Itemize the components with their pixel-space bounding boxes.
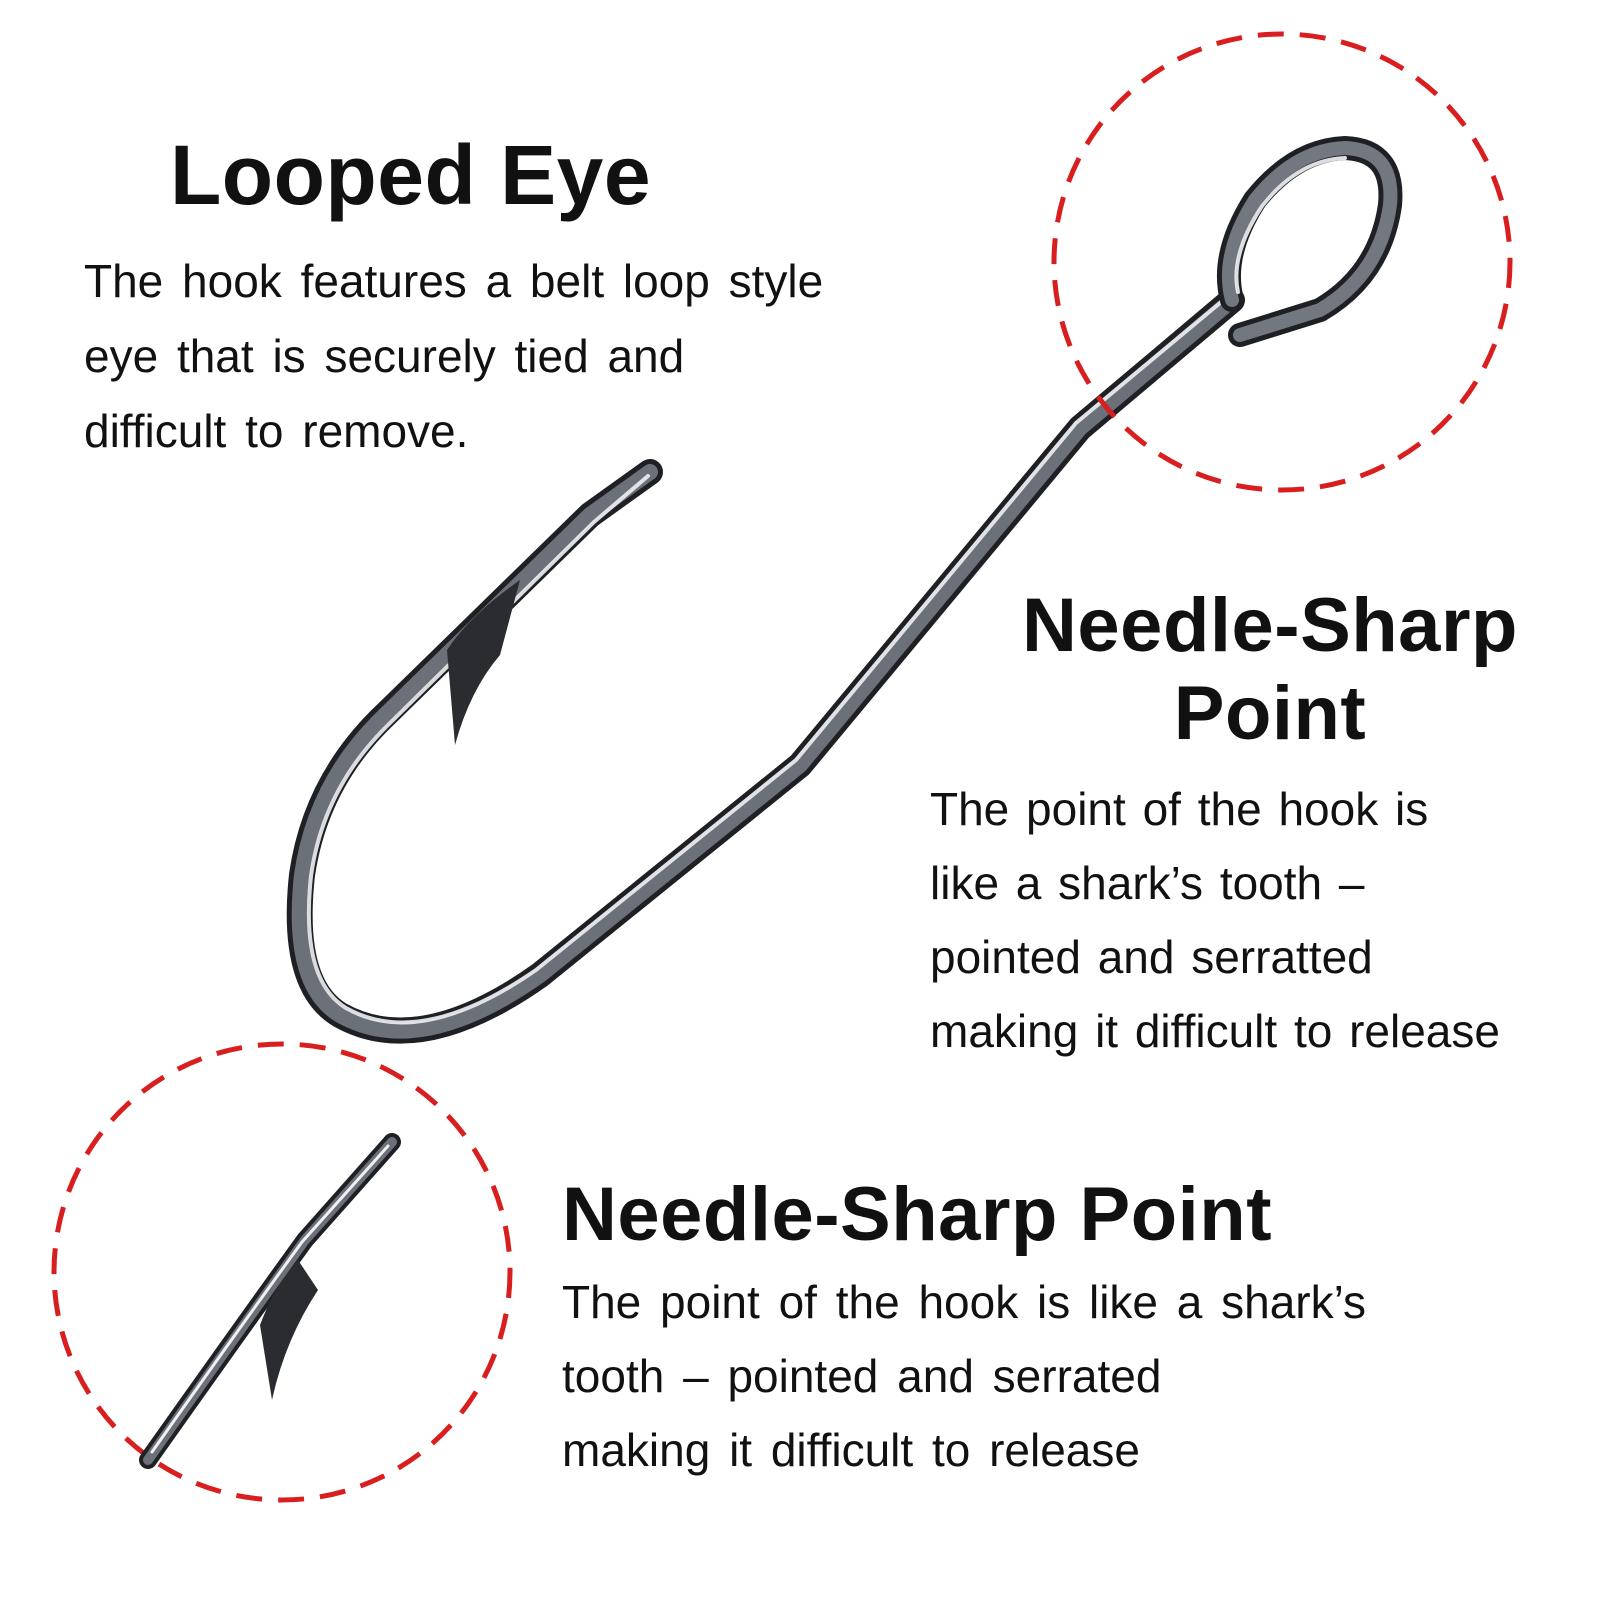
fishing-hook-icon xyxy=(286,136,1403,1044)
needle-point-callout-bottom: Needle-Sharp Point The point of the hook… xyxy=(562,1172,1562,1487)
looped-eye-callout: Looped Eye The hook features a belt loop… xyxy=(84,128,944,469)
point-detail-icon xyxy=(139,1133,401,1469)
needle-bottom-description: The point of the hook is like a shark’s … xyxy=(562,1265,1562,1487)
needle-right-line: The point of the hook is xyxy=(930,783,1429,835)
needle-right-title-line2: Point xyxy=(1173,671,1367,756)
looped-eye-description: The hook features a belt loop style eye … xyxy=(84,244,944,469)
looped-eye-line: The hook features a belt loop style xyxy=(84,255,824,308)
point-detail-ring xyxy=(51,1041,513,1503)
needle-right-line: pointed and serratted xyxy=(930,931,1373,983)
needle-bottom-line: making it difficult to release xyxy=(562,1424,1140,1477)
needle-right-description: The point of the hook is like a shark’s … xyxy=(930,772,1570,1068)
needle-right-line: like a shark’s tooth – xyxy=(930,857,1365,909)
looped-eye-line: eye that is securely tied and xyxy=(84,330,685,383)
needle-bottom-line: tooth – pointed and serrated xyxy=(562,1350,1162,1403)
eye-detail-ring xyxy=(1051,31,1513,493)
needle-bottom-line: The point of the hook is like a shark’s xyxy=(562,1276,1367,1329)
looped-eye-title: Looped Eye xyxy=(170,128,652,222)
looped-eye-line: difficult to remove. xyxy=(84,405,469,458)
barb-icon xyxy=(447,580,520,745)
needle-right-line: making it difficult to release xyxy=(930,1005,1500,1057)
needle-bottom-title: Needle-Sharp Point xyxy=(562,1172,1272,1257)
needle-right-title-line1: Needle-Sharp xyxy=(1022,583,1518,668)
needle-right-title: Needle-Sharp Point xyxy=(930,582,1570,758)
needle-point-callout-right: Needle-Sharp Point The point of the hook… xyxy=(930,582,1570,1068)
